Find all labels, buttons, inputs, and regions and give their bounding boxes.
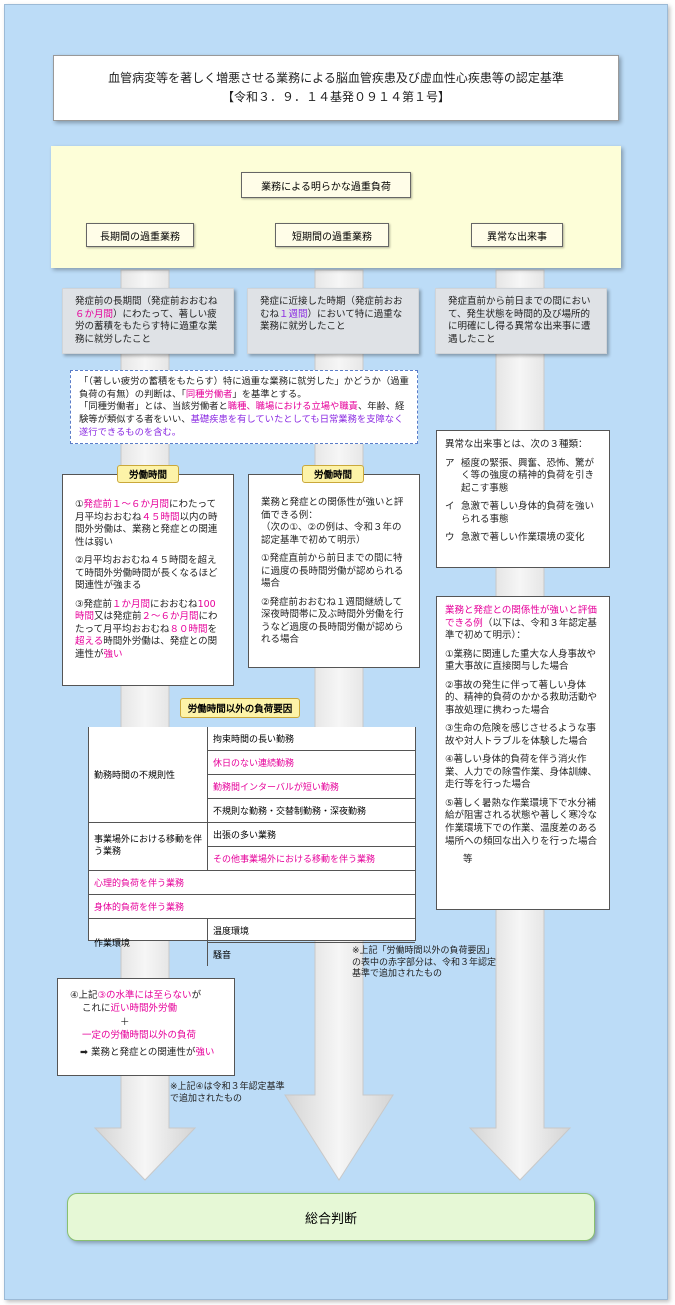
factor-temperature: 温度環境 bbox=[207, 918, 415, 943]
factor-physical: 身体的負荷を伴う業務 bbox=[89, 894, 415, 919]
criteria-text-3: 「同種労働者」とは、当該労働者と bbox=[79, 401, 228, 413]
factor-other-travel: その他事業場外における移動を伴う業務 bbox=[207, 846, 415, 871]
criteria-text-4: 、年齢、経験等が類似する者をいい、 bbox=[79, 401, 405, 425]
long-highlight: ６か月間 bbox=[75, 308, 114, 320]
event-example-1: ①業務に関連した重大な人身事故や重大事故に直接関与した場合 bbox=[445, 648, 597, 673]
short-hours-intro2: （次の①、②の例は、令和３年の認定基準で初めて明示） bbox=[261, 522, 402, 546]
criteria-text-1: 「（著しい疲労の蓄積をもたらす）特に過重な業務に就労した」かどうか（過重負荷の有… bbox=[79, 376, 409, 400]
long-text-2: ）にわたって、著しい疲労の蓄積をもたらす特に過重な業務に就労したこと bbox=[75, 308, 218, 345]
event-example-5: ⑤著しく暑熱な作業環境下で水分補給が阻害される状態や著しく寒冷な作業環境下での作… bbox=[445, 797, 598, 847]
event-example-2: ②事故の発生に伴って著しい身体的、精神的負荷のかかる救助活動や事故処理に携わった… bbox=[445, 679, 598, 716]
event-type-a: 極度の緊張、興奮、恐怖、驚がく等の強度の精神的負荷を引き起こす事態 bbox=[461, 457, 595, 494]
short-hours-box: 業務と発症との関係性が強いと評価できる例： （次の①、②の例は、令和３年の認定基… bbox=[248, 474, 420, 668]
criteria-text-2: 」を基準とする。 bbox=[232, 388, 307, 400]
event-types-box: 異常な出来事とは、次の３種類： ア極度の緊張、興奮、恐怖、驚がく等の強度の精神的… bbox=[436, 430, 610, 568]
cat-irregular: 勤務時間の不規則性 bbox=[89, 727, 208, 823]
event-example-3: ③生命の危険を感じさせるような事故や対人トラブルを体験した場合 bbox=[445, 723, 597, 747]
short-hours-item-2: ②発症前おおむね１週間継続して深夜時間帯に及ぶ時間外労働を行うなど過度の長時間労… bbox=[261, 596, 404, 646]
event-type-a-key: ア bbox=[445, 457, 455, 469]
title-line1: 血管病変等を著しく増悪させる業務による脳血管疾患及び虚血性心疾患等の認定基準 bbox=[108, 70, 564, 85]
factor-no-holiday: 休日のない連続勤務 bbox=[207, 750, 415, 775]
combined-load-box: ④上記③の水準には至らないが これに近い時間外労働 ＋ 一定の労働時間以外の負荷… bbox=[57, 978, 235, 1076]
event-type-u-key: ウ bbox=[445, 532, 455, 544]
short-hours-intro: 業務と発症との関係性が強いと評価できる例： bbox=[261, 497, 404, 521]
title-line2: 【令和３．９．１４基発０９１４第１号】 bbox=[221, 90, 450, 104]
event-types-intro: 異常な出来事とは、次の３種類： bbox=[445, 439, 588, 450]
col-long-label: 長期間の過重業務 bbox=[86, 223, 194, 247]
long-hours-box: ①発症前１～６か月間にわたって月平均おおむね４５時間以内の時間外労働は、業務と発… bbox=[62, 474, 234, 686]
factor-noise: 騒音 bbox=[213, 951, 232, 961]
load-factors-table: 勤務時間の不規則性 拘束時間の長い勤務 休日のない連続勤務 勤務間インターバルが… bbox=[88, 727, 416, 966]
short-highlight: １週間 bbox=[279, 308, 308, 320]
combo-line-3: 一定の労働時間以外の負荷 bbox=[82, 1029, 197, 1041]
col-event-label: 異常な出来事 bbox=[471, 223, 563, 247]
event-examples-box: 業務と発症との関係性が強いと評価できる例（以下は、令和３年認定基準で初めて明示）… bbox=[436, 596, 610, 910]
combo-note: ※上記④は令和３年認定基準で追加されたもの bbox=[170, 1082, 285, 1104]
event-text: 発症直前から前日までの間において、発生状態を時間的及び場所的に明確にし得る異常な… bbox=[448, 296, 591, 345]
event-example-4: ④著しい身体的負荷を伴う消火作業、人力での除雪作業、身体訓練、走行等を行った場合 bbox=[445, 754, 598, 791]
short-hours-item-1: ①発症直前から前日までの間に特に過度の長時間労働が認められる場合 bbox=[261, 553, 404, 590]
criteria-highlight-2: 職種、職場における立場や職責 bbox=[227, 401, 358, 413]
long-hours-item-1: ①発症前１～６か月間にわたって月平均おおむね４５時間以内の時間外労働は、業務と発… bbox=[75, 499, 218, 548]
event-type-i: 急激で著しい身体的負荷を強いられる事態 bbox=[461, 501, 595, 525]
combo-line-1: ④上記③の水準には至らないが bbox=[70, 990, 202, 1001]
same-worker-criteria-note: 「（著しい疲労の蓄積をもたらす）特に過重な業務に就労した」かどうか（過重負荷の有… bbox=[70, 370, 418, 444]
short-hours-badge: 労働時間 bbox=[302, 465, 364, 483]
factor-psychological: 心理的負荷を伴う業務 bbox=[89, 870, 415, 895]
factor-shift-work: 不規則な勤務・交替制勤務・深夜勤務 bbox=[207, 798, 415, 823]
long-hours-item-2: ②月平均おおむね４５時間を超えて時間外労働時間が長くなるほど関連性が強まる bbox=[75, 555, 218, 592]
load-factors-badge: 労働時間以外の負荷要因 bbox=[180, 698, 300, 718]
overload-header bbox=[51, 146, 621, 268]
long-text-1: 発症前の長期間（発症前おおむね bbox=[75, 296, 218, 307]
criteria-highlight-1: 同種労働者 bbox=[185, 388, 233, 400]
criteria-highlight-3: 基礎疾患を有していたとしても日常業務を支障なく遂行できるものを含む。 bbox=[79, 413, 404, 438]
cat-outside-travel: 事業場外における移動を伴う業務 bbox=[89, 822, 208, 871]
combo-plus: ＋ bbox=[120, 1016, 130, 1028]
combo-line-4: ➡ 業務と発症との関連性が強い bbox=[80, 1047, 215, 1059]
factor-short-interval: 勤務間インターバルが短い勤務 bbox=[207, 774, 415, 799]
event-type-u: 急激で著しい作業環境の変化 bbox=[461, 532, 585, 544]
event-examples-head: 業務と発症との関係性が強いと評価できる例（以下は、令和３年認定基準で初めて明示）… bbox=[445, 605, 597, 642]
long-hours-item-3: ③発症前１か月間におおむね100時間又は発症前２～６か月間にわたって月平均おおむ… bbox=[75, 598, 218, 660]
overall-judgment: 総合判断 bbox=[67, 1193, 595, 1241]
col-short-label: 短期間の過重業務 bbox=[275, 223, 389, 247]
cat-environment: 作業環境 bbox=[89, 918, 208, 966]
title-box: 血管病変等を著しく増悪させる業務による脳血管疾患及び虚血性心疾患等の認定基準 【… bbox=[53, 55, 619, 121]
event-type-i-key: イ bbox=[445, 501, 455, 513]
factor-business-trips: 出張の多い業務 bbox=[207, 822, 415, 847]
factor-long-restraint: 拘束時間の長い勤務 bbox=[207, 727, 415, 751]
long-period-box: 発症前の長期間（発症前おおむね６か月間）にわたって、著しい疲労の蓄積をもたらす特… bbox=[62, 288, 234, 354]
load-factors-note: ※上記「労働時間以外の負荷要因」の表中の赤字部分は、令和３年認定基準で追加された… bbox=[352, 946, 497, 980]
long-hours-badge: 労働時間 bbox=[117, 465, 179, 483]
short-text-2: ）において特に過重な業務に就労したこと bbox=[260, 308, 403, 333]
event-box: 発症直前から前日までの間において、発生状態を時間的及び場所的に明確にし得る異常な… bbox=[435, 288, 607, 354]
event-example-etc: 等 bbox=[463, 854, 473, 866]
overload-label: 業務による明らかな過重負荷 bbox=[241, 172, 411, 198]
short-period-box: 発症に近接した時期（発症前おおむね１週間）において特に過重な業務に就労したこと bbox=[247, 288, 419, 354]
short-text-1: 発症に近接した時期（発症前おおむね bbox=[260, 296, 403, 320]
combo-line-2: これに近い時間外労働 bbox=[82, 1003, 178, 1015]
